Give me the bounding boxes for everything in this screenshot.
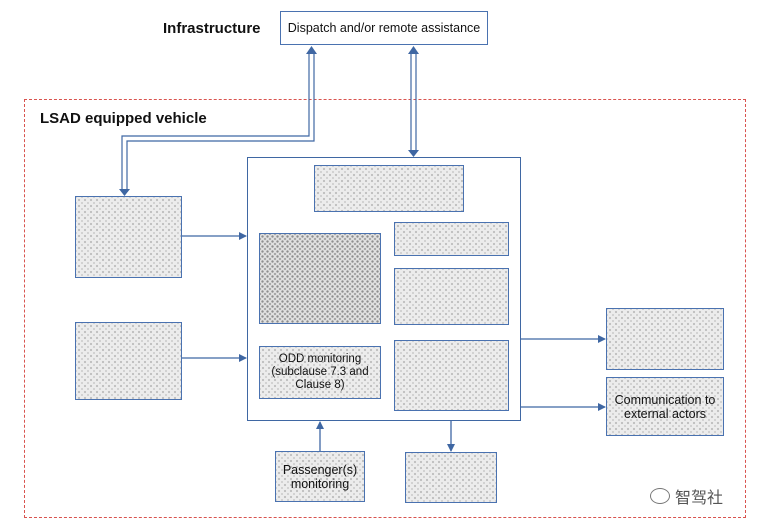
wechat-icon	[650, 488, 670, 504]
dispatch-link-up-arrow	[306, 46, 317, 54]
dispatch-to-central-link	[410, 52, 417, 151]
inner-left-block	[259, 233, 381, 324]
right-output-block	[606, 308, 724, 370]
central-down-arrow	[408, 150, 419, 157]
inner-top-block	[314, 165, 464, 212]
passenger-monitoring-box: Passenger(s) monitoring	[275, 451, 365, 502]
inner-right-block-3	[394, 340, 509, 411]
vehicle-heading: LSAD equipped vehicle	[40, 110, 207, 127]
inner-right-block-2	[394, 268, 509, 325]
dispatch-to-left-block-link	[121, 52, 315, 189]
watermark: 智驾社	[650, 484, 723, 508]
left-input-block-1	[75, 196, 182, 278]
vehicle-frame	[24, 99, 746, 518]
left-input-block-2	[75, 322, 182, 400]
infrastructure-heading: Infrastructure	[163, 20, 261, 37]
dispatch-box: Dispatch and/or remote assistance	[280, 11, 488, 45]
left-block-down-arrow	[119, 189, 130, 196]
odd-monitoring-box: ODD monitoring (subclause 7.3 and Clause…	[259, 346, 381, 399]
communication-box: Communication to external actors	[606, 377, 724, 436]
inner-right-block-1	[394, 222, 509, 256]
bottom-output-block	[405, 452, 497, 503]
watermark-text: 智驾社	[675, 488, 724, 507]
dispatch-central-up-arrow	[408, 46, 419, 54]
